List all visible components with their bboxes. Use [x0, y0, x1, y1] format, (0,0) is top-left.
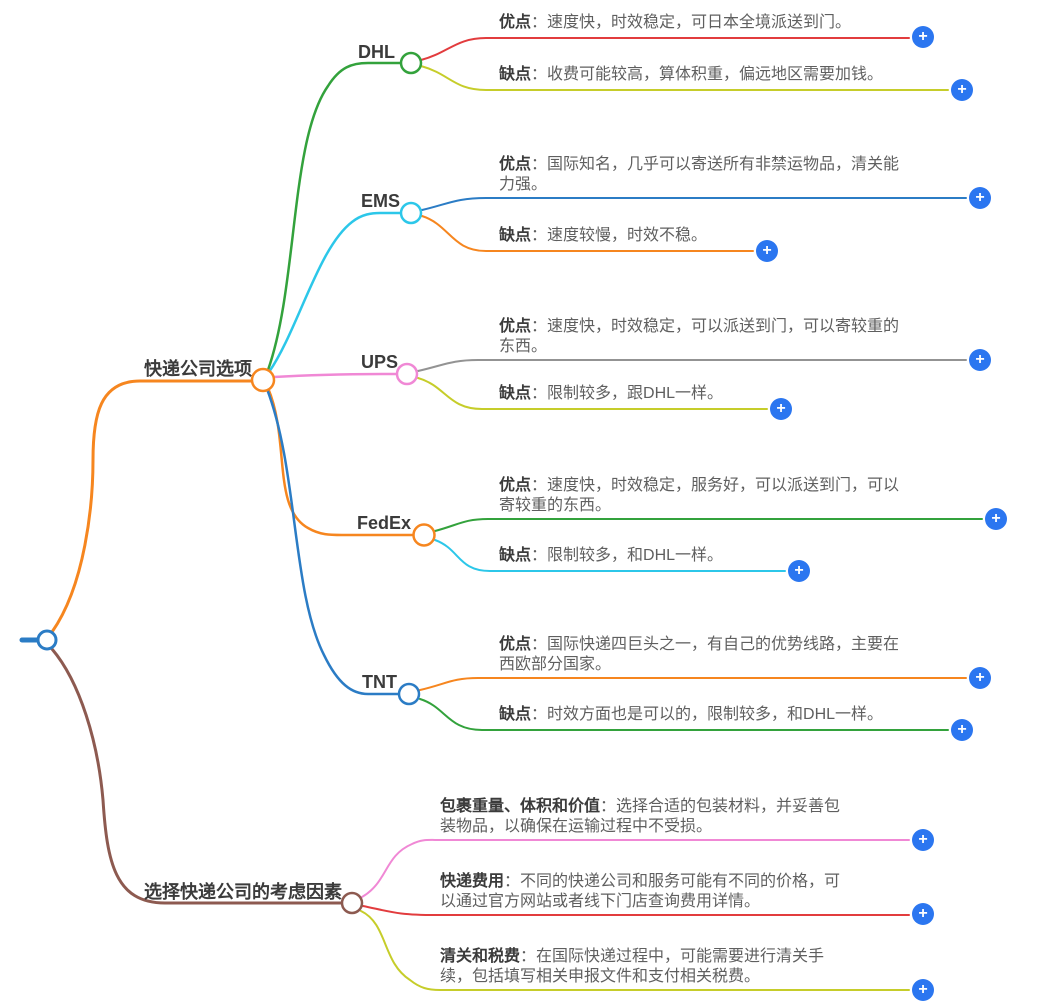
leaf-term: 优点: [499, 318, 532, 335]
leaf-tnt-cons[interactable]: 缺点：时效方面也是可以的，限制较多，和DHL一样。: [499, 705, 909, 725]
plus-icon-ems-cons[interactable]: +: [756, 240, 778, 262]
leaf-term: 清关和税费: [440, 948, 521, 965]
plus-icon-fedex-cons[interactable]: +: [788, 560, 810, 582]
leaf-desc: ：不同的快递公司和服务可能有不同的价格，可以通过官方网站或者线下门店查询费用详情…: [440, 873, 841, 910]
edge-ups-pros: [417, 359, 967, 372]
leaf-desc: ：国际快递四巨头之一，有自己的优势线路，主要在西欧部分国家。: [499, 636, 900, 673]
leaf-term: 缺点: [499, 706, 532, 723]
edge-root-to-factors: [50, 647, 344, 905]
leaf-term: 优点: [499, 477, 532, 494]
leaf-desc: ：速度快，时效稳定，服务好，可以派送到门，可以寄较重的东西。: [499, 477, 900, 514]
leaf-tnt-pros[interactable]: 优点：国际快递四巨头之一，有自己的优势线路，主要在西欧部分国家。: [499, 635, 909, 675]
leaf-term: 优点: [499, 636, 532, 653]
node-circle-dhl[interactable]: [399, 51, 423, 75]
leaf-desc: ：选择合适的包装材料，并妥善包装物品，以确保在运输过程中不受损。: [440, 798, 841, 835]
branch-label-factors[interactable]: 选择快递公司的考虑因素: [144, 882, 342, 902]
leaf-desc: ：速度快，时效稳定，可以派送到门，可以寄较重的东西。: [499, 318, 900, 355]
plus-icon-factor-fee[interactable]: +: [912, 903, 934, 925]
node-circle-ems[interactable]: [399, 201, 423, 225]
leaf-desc: ：限制较多，和DHL一样。: [531, 547, 724, 564]
leaf-desc: ：在国际快递过程中，可能需要进行清关手续，包括填写相关申报文件和支付相关税费。: [440, 948, 825, 985]
node-circle-companies[interactable]: [250, 367, 276, 393]
leaf-factor-customs[interactable]: 清关和税费：在国际快递过程中，可能需要进行清关手续，包括填写相关申报文件和支付相…: [440, 947, 850, 987]
leaf-ups-pros[interactable]: 优点：速度快，时效稳定，可以派送到门，可以寄较重的东西。: [499, 317, 909, 357]
node-label-tnt[interactable]: TNT: [362, 672, 397, 692]
edge-tnt-cons: [419, 698, 949, 731]
root-node-circle[interactable]: [36, 629, 58, 651]
node-circle-factors[interactable]: [340, 891, 364, 915]
plus-icon-ups-cons[interactable]: +: [770, 398, 792, 420]
leaf-factor-fee[interactable]: 快递费用：不同的快递公司和服务可能有不同的价格，可以通过官方网站或者线下门店查询…: [440, 872, 850, 912]
leaf-term: 优点: [499, 156, 532, 173]
node-circle-tnt[interactable]: [397, 682, 421, 706]
edge-companies-to-dhl: [266, 61, 403, 372]
leaf-term: 缺点: [499, 227, 532, 244]
plus-icon-factor-customs[interactable]: +: [912, 979, 934, 1001]
edge-companies-to-ups: [272, 372, 398, 379]
edge-factor-weight: [361, 838, 910, 898]
plus-icon-fedex-pros[interactable]: +: [985, 508, 1007, 530]
edge-dhl-cons: [420, 65, 949, 91]
edge-factor-customs: [360, 910, 910, 991]
leaf-term: 缺点: [499, 547, 532, 564]
leaf-desc: ：速度快，时效稳定，可日本全境派送到门。: [531, 14, 852, 31]
edge-companies-to-ems: [267, 211, 403, 374]
branch-label-companies[interactable]: 快递公司选项: [144, 359, 252, 379]
leaf-fedex-pros[interactable]: 优点：速度快，时效稳定，服务好，可以派送到门，可以寄较重的东西。: [499, 476, 909, 516]
node-label-fedex[interactable]: FedEx: [357, 513, 412, 533]
node-label-ups[interactable]: UPS: [361, 352, 399, 372]
edge-dhl-pros: [420, 37, 910, 61]
edge-ems-pros: [421, 197, 967, 211]
leaf-factor-weight[interactable]: 包裹重量、体积和价值：选择合适的包装材料，并妥善包装物品，以确保在运输过程中不受…: [440, 797, 850, 837]
plus-icon-ups-pros[interactable]: +: [969, 349, 991, 371]
leaf-term: 包裹重量、体积和价值: [440, 798, 601, 815]
plus-icon-dhl-cons[interactable]: +: [951, 79, 973, 101]
edge-root-to-companies: [50, 379, 255, 634]
leaf-desc: ：国际知名，几乎可以寄送所有非禁运物品，清关能力强。: [499, 156, 900, 193]
leaf-ems-cons[interactable]: 缺点：速度较慢，时效不稳。: [499, 226, 909, 246]
leaf-term: 缺点: [499, 385, 532, 402]
edge-ems-cons: [421, 215, 754, 252]
node-circle-fedex[interactable]: [412, 523, 436, 547]
edge-ups-cons: [417, 377, 768, 410]
leaf-desc: ：限制较多，跟DHL一样。: [531, 385, 724, 402]
plus-icon-factor-weight[interactable]: +: [912, 829, 934, 851]
edge-factor-fee: [362, 905, 910, 916]
leaf-desc: ：时效方面也是可以的，限制较多，和DHL一样。: [531, 706, 884, 723]
leaf-term: 缺点: [499, 66, 532, 83]
leaf-dhl-cons[interactable]: 缺点：收费可能较高，算体积重，偏远地区需要加钱。: [499, 65, 909, 85]
edge-tnt-pros: [419, 677, 967, 691]
edge-companies-to-tnt: [265, 387, 401, 696]
edge-fedex-pros: [434, 518, 983, 532]
node-label-dhl[interactable]: DHL: [358, 42, 395, 62]
leaf-ups-cons[interactable]: 缺点：限制较多，跟DHL一样。: [499, 384, 909, 404]
leaf-term: 优点: [499, 14, 532, 31]
leaf-ems-pros[interactable]: 优点：国际知名，几乎可以寄送所有非禁运物品，清关能力强。: [499, 155, 909, 195]
plus-icon-tnt-pros[interactable]: +: [969, 667, 991, 689]
edge-fedex-cons: [434, 539, 786, 572]
plus-icon-tnt-cons[interactable]: +: [951, 719, 973, 741]
plus-icon-ems-pros[interactable]: +: [969, 187, 991, 209]
plus-icon-dhl-pros[interactable]: +: [912, 26, 934, 48]
node-label-ems[interactable]: EMS: [361, 191, 401, 211]
node-circle-ups[interactable]: [395, 362, 419, 386]
leaf-term: 快递费用: [440, 873, 505, 890]
leaf-fedex-cons[interactable]: 缺点：限制较多，和DHL一样。: [499, 546, 909, 566]
leaf-dhl-pros[interactable]: 优点：速度快，时效稳定，可日本全境派送到门。: [499, 13, 909, 33]
leaf-desc: ：收费可能较高，算体积重，偏远地区需要加钱。: [531, 66, 884, 83]
leaf-desc: ：速度较慢，时效不稳。: [531, 227, 708, 244]
